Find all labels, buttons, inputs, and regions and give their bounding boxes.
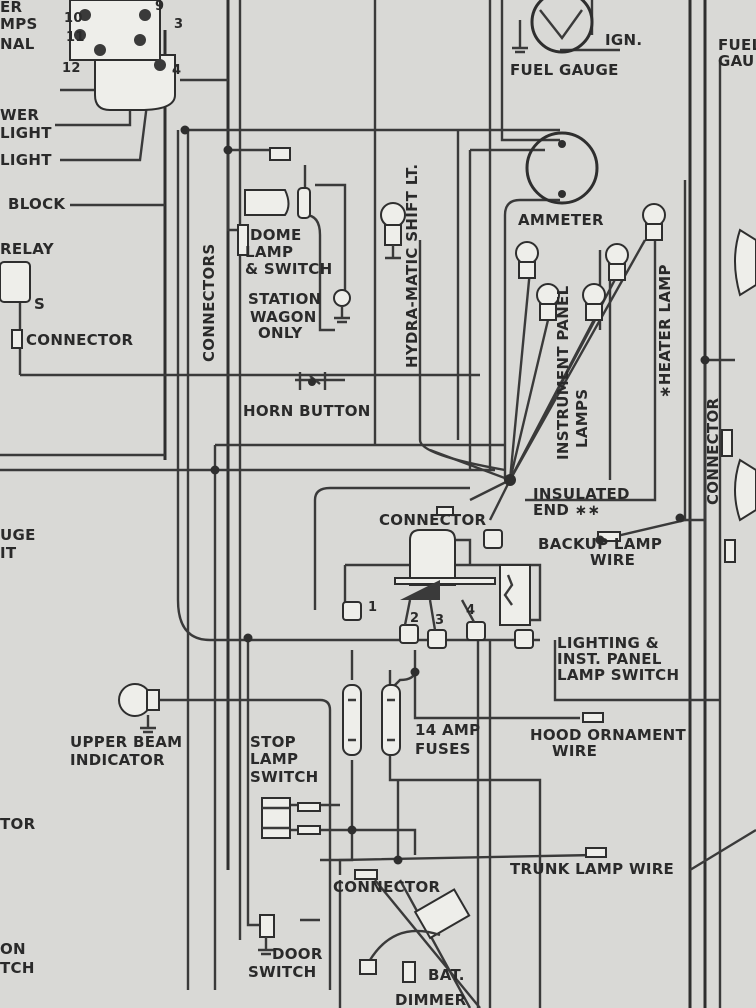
label-on: ON [0,940,26,958]
label-relay: RELAY [0,240,54,258]
terminal-12: 12 [62,61,81,76]
label-connector-mid: CONNECTOR [379,511,487,529]
label-heater-lamp: ∗HEATER LAMP [656,264,674,398]
label-backup-wire: WIRE [590,551,636,569]
label-connector-bottom: CONNECTOR [333,878,441,896]
label-block: BLOCK [8,195,66,213]
label-upper-beam-2: INDICATOR [70,751,165,769]
label-stop-2: LAMP [250,750,299,768]
label-wer: WER [0,106,40,124]
label-gau: GAU [718,52,755,70]
label-bat: BAT. [428,966,465,984]
switch-terminal-2: 2 [410,611,420,626]
label-upper-beam-1: UPPER BEAM [70,733,183,751]
terminal-11: 11 [66,30,85,45]
label-ign: IGN. [605,31,643,49]
label-and-switch: & SWITCH [245,260,333,278]
label-light-1: LIGHT [0,124,52,142]
label-uge: UGE [0,526,36,544]
label-horn-button: HORN BUTTON [243,402,371,420]
label-mps: MPS [0,15,38,33]
terminal-3: 3 [174,17,184,32]
label-it: IT [0,544,17,562]
label-station: STATION [248,290,322,308]
label-lighting-2: INST. PANEL [557,650,662,668]
label-trunk-lamp: TRUNK LAMP WIRE [510,860,675,878]
label-fuel-gauge: FUEL GAUGE [510,61,619,79]
label-connector-left: CONNECTOR [26,331,134,349]
label-fuse-1: 14 AMP [415,721,481,739]
label-fuel: FUEL [718,36,756,54]
label-wagon: WAGON [250,308,317,326]
label-only: ONLY [258,324,303,342]
label-tch: TCH [0,959,35,977]
switch-terminal-4: 4 [466,603,476,618]
label-light-2: LIGHT [0,151,52,169]
terminal-4: 4 [172,63,182,78]
terminal-10: 10 [64,11,83,26]
label-door-2: SWITCH [248,963,317,981]
label-nal: NAL [0,35,35,53]
label-hood-1: HOOD ORNAMENT [530,726,687,744]
label-stop-3: SWITCH [250,768,319,786]
label-lighting-1: LIGHTING & [557,634,659,652]
label-connectors-vertical: CONNECTORS [200,243,218,362]
label-lamps: LAMPS [573,388,591,448]
label-hood-2: WIRE [552,742,598,760]
label-tor: TOR [0,815,36,833]
label-instrument-panel: INSTRUMENT PANEL [554,285,572,460]
label-connector-right: CONNECTOR [704,397,722,505]
label-lighting-3: LAMP SWITCH [557,666,680,684]
terminal-9: 9 [155,0,165,14]
label-er: ER [0,0,23,16]
label-fuse-2: FUSES [415,740,471,758]
label-door-1: DOOR [272,945,323,963]
label-end: END ∗∗ [533,501,601,519]
label-dimmer: DIMMER [395,991,467,1008]
label-hydra-matic: HYDRA-MATIC SHIFT LT. [403,163,421,368]
switch-terminal-1: 1 [368,600,378,615]
label-backup-lamp: BACKUP LAMP [538,535,663,553]
label-lamp: LAMP [245,243,294,261]
label-stop-1: STOP [250,733,296,751]
switch-terminal-3: 3 [435,613,445,628]
label-ammeter: AMMETER [518,211,604,229]
label-insulated: INSULATED [533,485,630,503]
label-s: S [34,295,46,313]
label-dome: DOME [250,226,302,244]
